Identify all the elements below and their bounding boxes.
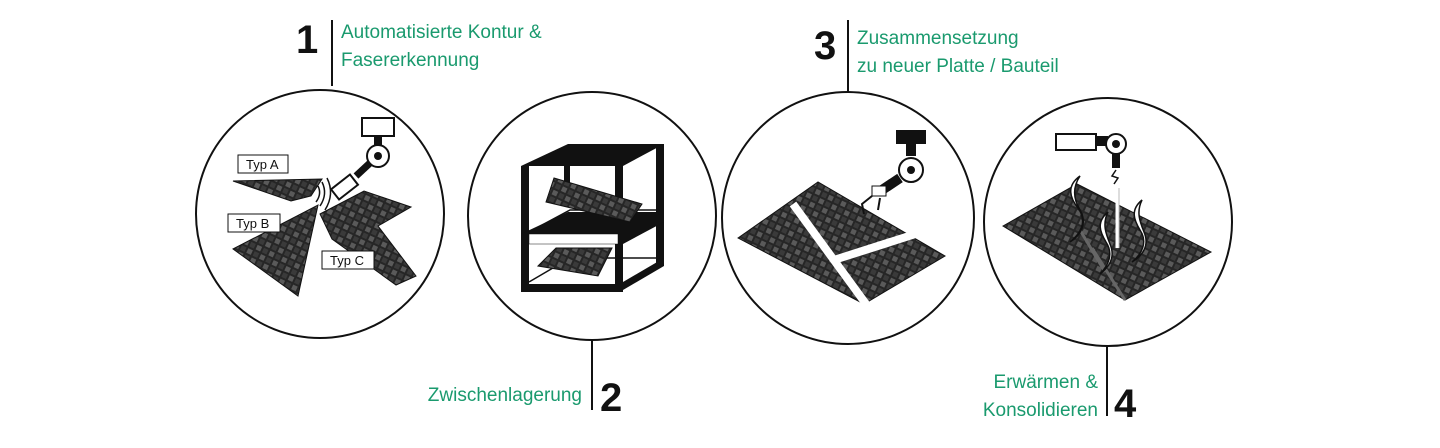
step-3-label-line-1: Zusammensetzung (857, 28, 1019, 49)
heat-wave-icon (1069, 175, 1084, 243)
step-3-label-line-2: zu neuer Platte / Bauteil (857, 56, 1059, 77)
step-1-label-line-2: Fasererkennung (341, 50, 480, 71)
step-4-label-line-2: Konsolidieren (982, 400, 1098, 421)
tag-typ-c (321, 250, 375, 270)
tag-typ-c-text: Typ C (330, 253, 364, 268)
step-3-number: 3 (814, 24, 837, 68)
step-1-number: 1 (296, 18, 319, 62)
gripper-icon (860, 195, 873, 215)
step-2-label: Zwischenlagerung (428, 382, 582, 410)
step-4-label-line-1: Erwärmen & (993, 372, 1098, 393)
step-4-label: Erwärmen & Konsolidieren (983, 369, 1098, 425)
step-3-illustration (737, 130, 946, 307)
step-4-number: 4 (1114, 382, 1137, 426)
tag-typ-a-text: Typ A (246, 157, 279, 172)
step-1-illustration: Typ A Typ B Typ C (227, 117, 417, 297)
robot-head-icon (361, 117, 395, 137)
step-4-illustration (1002, 133, 1213, 301)
step-2-illustration (521, 144, 664, 292)
tag-typ-a (237, 154, 289, 174)
step-1-label-line-1: Automatisierte Kontur & (341, 22, 542, 43)
laser-head-icon (1055, 133, 1097, 151)
sensor-icon (329, 173, 360, 201)
step-1-label: Automatisierte Kontur & Fasererkennung (341, 19, 542, 75)
spark-icon (1110, 169, 1120, 185)
step-2-label-line-1: Zwischenlagerung (427, 385, 582, 406)
stored-fabric-icon (545, 177, 643, 223)
tag-typ-b (227, 213, 281, 233)
robot-head-icon-3 (896, 130, 926, 144)
step-3-label: Zusammensetzung zu neuer Platte / Bautei… (857, 25, 1059, 81)
step-2-number: 2 (600, 376, 623, 420)
scan-wave-icon (315, 185, 321, 203)
tag-typ-b-text: Typ B (236, 216, 269, 231)
